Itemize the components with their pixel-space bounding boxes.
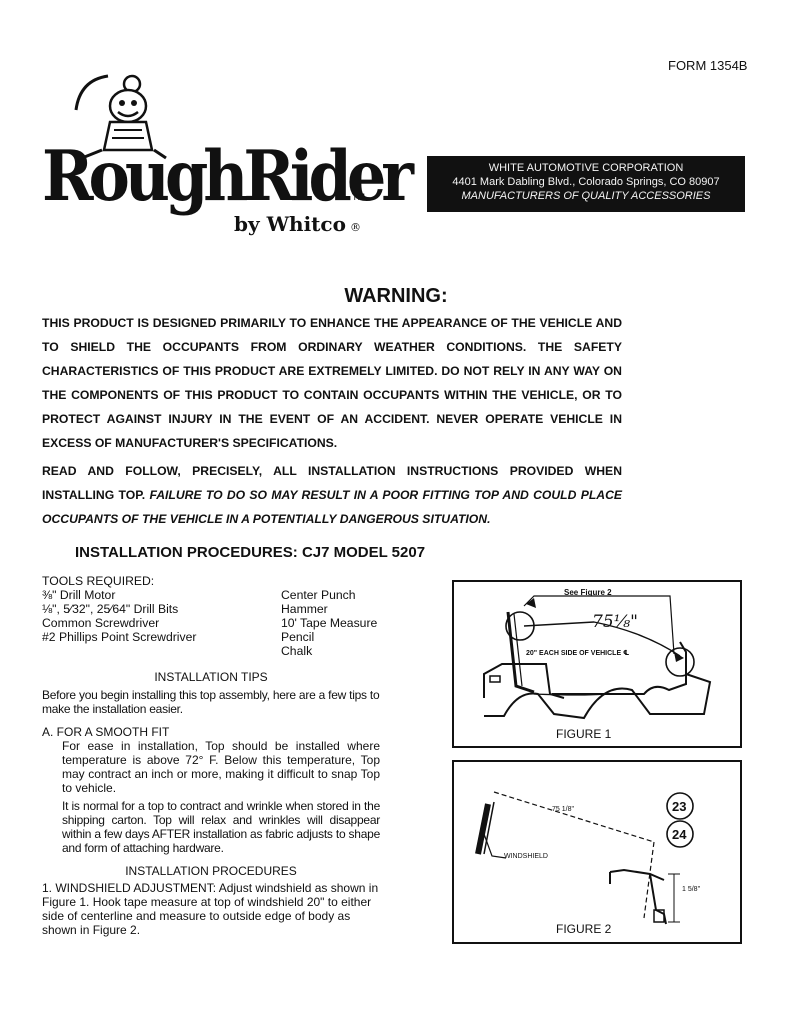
tool-item: Pencil <box>281 630 315 644</box>
form-number: FORM 1354B <box>668 58 748 73</box>
figure-2-height-label: 1 5/8" <box>682 886 701 893</box>
rider-mascot-icon <box>74 74 167 160</box>
jeep-side-diagram <box>483 595 712 720</box>
figure-1-caption: FIGURE 1 <box>556 727 612 741</box>
company-name: WHITE AUTOMOTIVE CORPORATION <box>488 162 684 174</box>
figure-2-dimension: 75 1/8" <box>552 806 574 813</box>
warning-paragraph-2: READ AND FOLLOW, PRECISELY, ALL INSTALLA… <box>42 459 622 531</box>
warning-paragraph-2-text: READ AND FOLLOW, PRECISELY, ALL INSTALLA… <box>42 464 622 502</box>
figure-1: See Figure 2 75⅛" 20" EACH SIDE OF VEHIC… <box>452 580 742 748</box>
tips-intro: Before you begin installing this top ass… <box>42 688 380 716</box>
figure-2-caption: FIGURE 2 <box>556 922 612 936</box>
warning-title: WARNING: <box>344 285 448 307</box>
tip-a-paragraph-1: For ease in installation, Top should be … <box>62 739 380 795</box>
tools-list-left: TOOLS REQUIRED: ⅜" Drill Motor ⅛", 5⁄32"… <box>42 574 196 644</box>
figure-1-note: 20" EACH SIDE OF VEHICLE ℄ <box>526 650 630 657</box>
tips-heading: INSTALLATION TIPS <box>154 670 268 684</box>
windshield-measure-diagram <box>475 791 694 925</box>
company-tagline: MANUFACTURERS OF QUALITY ACCESSORIES <box>461 190 711 202</box>
figure-2-callout-24: 24 <box>672 827 687 842</box>
logo-wordmark: RoughRider <box>42 135 414 218</box>
tip-a-paragraph-2: It is normal for a top to contract and w… <box>62 799 380 855</box>
logo-registered-mark: ® <box>349 221 361 234</box>
tool-item: ⅜" Drill Motor <box>42 588 116 602</box>
figure-2-windshield-label: WINDSHIELD <box>504 853 548 860</box>
step-1-windshield-adjustment: 1. WINDSHIELD ADJUSTMENT: Adjust windshi… <box>42 881 379 937</box>
logo-byline-text: by Whitco <box>234 212 346 236</box>
tip-a-title: A. FOR A SMOOTH FIT <box>42 725 170 739</box>
figure-1-dimension: 75⅛" <box>592 612 638 632</box>
figure-1-see-figure-2-label: See Figure 2 <box>564 588 612 597</box>
company-info-box: WHITE AUTOMOTIVE CORPORATION 4401 Mark D… <box>427 156 745 212</box>
tool-item: 10' Tape Measure <box>281 616 378 630</box>
tool-item: Common Screwdriver <box>42 616 160 630</box>
tool-item: Hammer <box>281 602 328 616</box>
tool-item: #2 Phillips Point Screwdriver <box>42 630 197 644</box>
roughrider-logo: RoughRider TM by Whitco® <box>38 70 414 245</box>
tool-item: Chalk <box>281 644 313 658</box>
warning-paragraph-2-emphasis: FAILURE TO DO SO MAY RESULT IN A POOR FI… <box>42 488 623 526</box>
warning-paragraph-1: THIS PRODUCT IS DESIGNED PRIMARILY TO EN… <box>42 316 622 450</box>
procedures-heading: INSTALLATION PROCEDURES <box>125 864 297 878</box>
tool-item: Center Punch <box>281 588 356 602</box>
tool-item: ⅛", 5⁄32", 25⁄64" Drill Bits <box>42 602 179 616</box>
logo-trademark: TM <box>352 192 365 202</box>
figure-2-callout-23: 23 <box>672 799 687 814</box>
figure-2: 75 1/8" WINDSHIELD 1 5/8" 23 24 FIGURE 2 <box>452 760 742 944</box>
tools-list-right: Center Punch Hammer 10' Tape Measure Pen… <box>281 588 377 658</box>
warning-body: THIS PRODUCT IS DESIGNED PRIMARILY TO EN… <box>42 311 622 531</box>
logo-byline: by Whitco® <box>234 212 361 236</box>
installation-title: INSTALLATION PROCEDURES: CJ7 MODEL 5207 <box>75 544 426 561</box>
tools-heading: TOOLS REQUIRED: <box>42 574 155 588</box>
company-address: 4401 Mark Dabling Blvd., Colorado Spring… <box>452 176 720 188</box>
